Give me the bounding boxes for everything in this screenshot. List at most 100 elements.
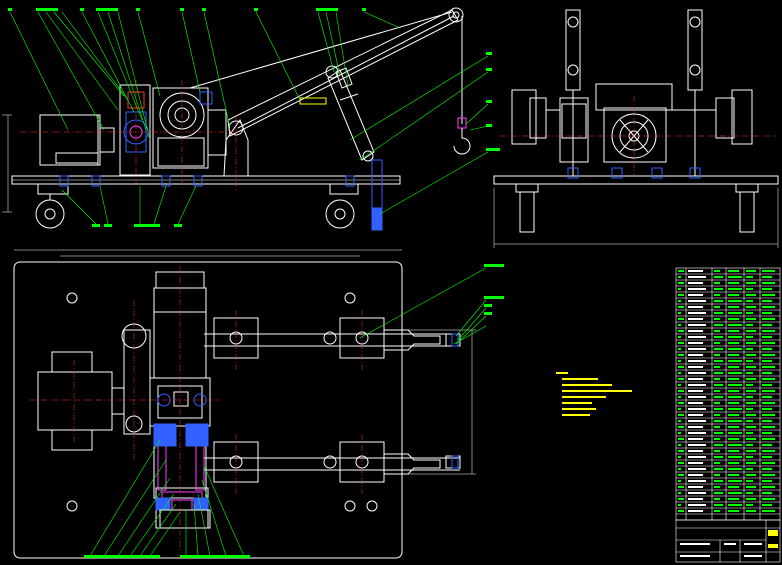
parts-list-cell-mark	[762, 426, 775, 428]
parts-list-cell-mark	[678, 486, 684, 488]
parts-list-cell-mark	[728, 432, 742, 434]
parts-list-cell-mark	[678, 330, 684, 332]
side-motor	[603, 107, 667, 163]
parts-list-cell-mark	[714, 384, 723, 386]
plan-view-balloons	[84, 264, 504, 558]
parts-list-cell-mark	[678, 396, 681, 398]
parts-list-cell-mark	[714, 444, 723, 446]
parts-list-cell-mark	[714, 360, 723, 362]
parts-list-cell-mark	[746, 378, 756, 380]
parts-list-cell-mark	[762, 282, 775, 284]
parts-list-cell-mark	[688, 312, 706, 314]
parts-list-cell-mark	[728, 456, 742, 458]
parts-list-cell-mark	[746, 348, 753, 350]
parts-list-cell-mark	[714, 294, 720, 296]
parts-list-cell-mark	[728, 420, 742, 422]
parts-list-cell-mark	[688, 372, 706, 374]
parts-list-cell-mark	[746, 426, 756, 428]
parts-list-cell-mark	[762, 462, 775, 464]
parts-list-cell-mark	[678, 354, 684, 356]
parts-list-cell-mark	[714, 474, 720, 476]
plan-boom-arm-lower	[204, 441, 461, 483]
parts-list-cell-mark	[714, 300, 723, 302]
parts-list-cell-mark	[762, 492, 772, 494]
parts-list-cell-mark	[762, 402, 775, 404]
parts-list-cell-mark	[678, 456, 681, 458]
parts-list-cell-mark	[746, 372, 753, 374]
parts-list-cell-mark	[678, 336, 681, 338]
parts-list-cell-mark	[714, 330, 720, 332]
parts-list-cell-mark	[762, 450, 775, 452]
parts-list-cell-mark	[688, 390, 703, 392]
parts-list-cell-mark	[762, 414, 775, 416]
parts-list-cell-mark	[678, 288, 681, 290]
parts-list-cell-mark	[688, 462, 703, 464]
parts-list-cell-mark	[688, 276, 706, 278]
parts-list-cell-mark	[688, 330, 703, 332]
parts-list-cell-mark	[762, 432, 772, 434]
parts-list-cell-mark	[678, 342, 684, 344]
parts-list-cell-mark	[714, 312, 723, 314]
parts-list-cell-mark	[714, 270, 720, 272]
parts-list-cell-mark	[714, 498, 720, 500]
parts-list-cell-mark	[688, 348, 706, 350]
parts-list-cell-mark	[762, 408, 772, 410]
parts-list-cell-mark	[746, 300, 753, 302]
parts-list-cell-mark	[728, 408, 742, 410]
parts-list-cell-mark	[746, 318, 756, 320]
parts-list-cell-mark	[678, 378, 684, 380]
parts-list-cell-mark	[688, 306, 703, 308]
parts-list-cell-mark	[688, 438, 703, 440]
parts-list-cell-mark	[714, 462, 720, 464]
parts-list-cell-mark	[762, 288, 772, 290]
parts-list-cell-mark	[688, 342, 703, 344]
parts-list-cell-mark	[714, 288, 723, 290]
parts-list-cell-mark	[746, 366, 756, 368]
parts-list-cell-mark	[762, 360, 772, 362]
parts-list-cell-mark	[678, 450, 684, 452]
parts-list-cell-mark	[688, 414, 703, 416]
parts-list-cell-mark	[728, 462, 739, 464]
parts-list-cell-mark	[678, 294, 684, 296]
parts-list-cell-mark	[728, 336, 742, 338]
parts-list-cell-mark	[728, 372, 742, 374]
parts-list-cell-mark	[728, 390, 739, 392]
parts-list-table	[675, 267, 781, 521]
parts-list-cell-mark	[762, 498, 775, 500]
parts-list-cell-mark	[728, 342, 739, 344]
parts-list-cell-mark	[688, 402, 703, 404]
parts-list-cell-mark	[678, 420, 681, 422]
parts-list-cell-mark	[728, 318, 739, 320]
parts-list-cell-mark	[714, 504, 723, 506]
parts-list-cell-mark	[746, 450, 756, 452]
parts-list-cell-mark	[762, 390, 775, 392]
parts-list-cell-mark	[746, 276, 753, 278]
side-caster-wheels	[515, 183, 759, 233]
parts-list-cell-mark	[688, 360, 706, 362]
parts-list-cell-mark	[714, 282, 720, 284]
parts-list-cell-mark	[714, 324, 723, 326]
parts-list-cell-mark	[762, 276, 772, 278]
parts-list-cell-mark	[728, 294, 739, 296]
parts-list-cell-mark	[688, 378, 703, 380]
parts-list-cell-mark	[688, 432, 706, 434]
side-base-frame	[493, 175, 779, 185]
parts-list-cell-mark	[728, 486, 739, 488]
technical-notes	[556, 372, 632, 416]
parts-list-cell-mark	[688, 282, 703, 284]
parts-list-cell-mark	[714, 348, 723, 350]
parts-list-cell-mark	[714, 420, 723, 422]
parts-list-cell-mark	[746, 456, 753, 458]
parts-list-cell-mark	[746, 474, 756, 476]
parts-list-cell-mark	[762, 342, 775, 344]
parts-list-cell-mark	[688, 270, 703, 272]
parts-list-cell-mark	[678, 426, 684, 428]
parts-list-cell-mark	[714, 408, 723, 410]
parts-list-cell-mark	[714, 390, 720, 392]
parts-list-cell-mark	[728, 492, 742, 494]
parts-list-cell-mark	[714, 432, 723, 434]
parts-list-cell-mark	[714, 402, 720, 404]
parts-list-cell-mark	[714, 336, 723, 338]
parts-list-cell-mark	[728, 270, 739, 272]
electric-motor-front	[39, 114, 115, 166]
